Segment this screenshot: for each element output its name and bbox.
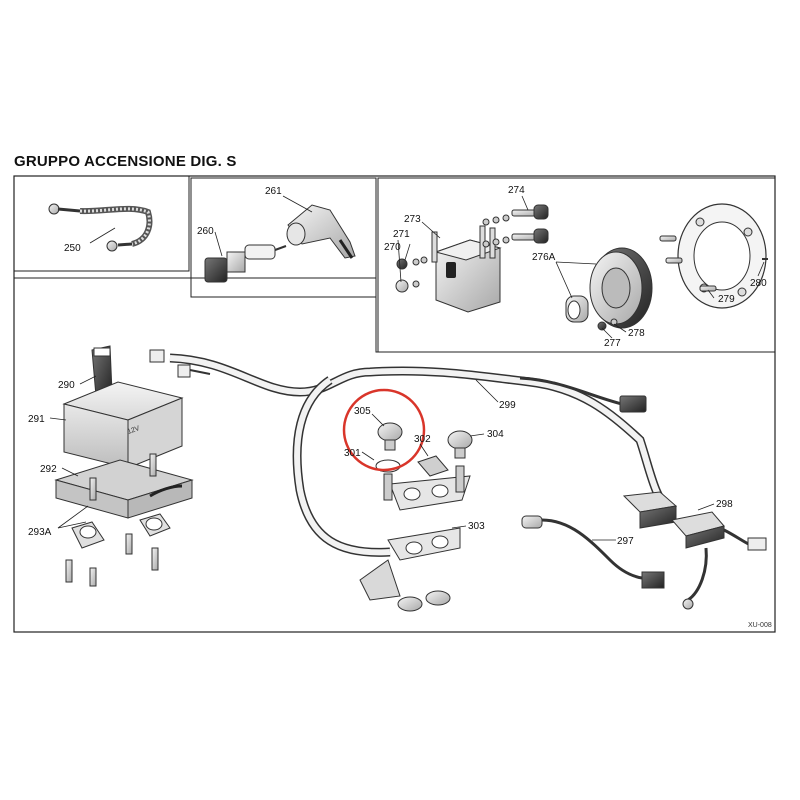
leader-260 [214, 231, 223, 257]
cover-302-part [417, 455, 449, 477]
leader-279 [707, 289, 715, 299]
spark-plug-part [204, 244, 287, 283]
sensor-cable-297-part [521, 515, 665, 589]
battery-291-part: 12V [62, 381, 184, 469]
callout-302: 302 [414, 434, 431, 445]
page-title: GRUPPO ACCENSIONE DIG. S [14, 153, 237, 170]
callout-293a: 293A [28, 527, 52, 538]
leader-273 [421, 221, 441, 239]
mounting-studs-274 [511, 204, 549, 244]
callout-298: 298 [716, 499, 733, 510]
leader-270 [404, 243, 411, 261]
callout-261: 261 [265, 186, 282, 197]
stator-screws-279 [659, 235, 717, 292]
leader-305 [371, 413, 385, 427]
callout-260: 260 [197, 226, 214, 237]
drawing-code: XU-008 [748, 622, 772, 629]
leader-276a-b [555, 261, 573, 299]
callout-250: 250 [64, 243, 81, 254]
leader-293a-b [57, 521, 87, 529]
leader-299 [475, 379, 499, 403]
ground-cable-part [48, 203, 153, 252]
outer-frame [13, 175, 776, 633]
callout-270: 270 [384, 242, 401, 253]
leader-271 [397, 239, 402, 283]
callout-305: 305 [354, 406, 371, 417]
leader-261 [282, 195, 313, 213]
battery-tray-292 [54, 459, 194, 519]
callout-276a: 276A [532, 252, 556, 263]
leader-302 [419, 443, 429, 457]
callout-290: 290 [58, 380, 75, 391]
leader-293a [57, 505, 89, 529]
callout-274: 274 [508, 185, 525, 196]
leader-304 [469, 433, 485, 437]
leader-278 [613, 323, 627, 333]
leader-298 [697, 503, 715, 511]
button-305-part [375, 422, 403, 473]
connector-298-part [622, 491, 767, 610]
button-304-part [447, 430, 473, 459]
panel-ground-cable [13, 175, 190, 272]
callout-291: 291 [28, 414, 45, 425]
leader-280 [757, 261, 765, 277]
callout-279: 279 [718, 294, 735, 305]
bracket-303-part [359, 465, 471, 612]
callout-280: 280 [750, 278, 767, 289]
ignition-coil-part [431, 225, 502, 313]
clamps-and-bolts-293a [65, 453, 171, 587]
leader-291 [49, 417, 67, 421]
callout-297: 297 [617, 536, 634, 547]
callout-277: 277 [604, 338, 621, 349]
leader-301 [361, 451, 375, 461]
panel-main-divider [14, 277, 775, 353]
callout-271: 271 [393, 229, 410, 240]
leader-277 [601, 327, 613, 339]
callout-273: 273 [404, 214, 421, 225]
callout-303: 303 [468, 521, 485, 532]
callout-278: 278 [628, 328, 645, 339]
callout-301: 301 [344, 448, 361, 459]
panel-spark-plug [190, 177, 377, 298]
washers-and-nuts [395, 214, 510, 293]
flywheel-rotor-part [565, 247, 653, 331]
spark-plug-cap-part [286, 204, 356, 259]
callout-304: 304 [487, 429, 504, 440]
leader-276a [555, 261, 597, 265]
leader-250 [89, 227, 116, 244]
callout-299: 299 [499, 400, 516, 411]
callout-292: 292 [40, 464, 57, 475]
leader-274 [521, 195, 529, 211]
highlight-circle-305 [342, 388, 426, 472]
wiring-harness-part [149, 349, 673, 557]
battery-label: 12V [127, 425, 141, 436]
leader-292 [61, 467, 79, 477]
leader-290 [79, 375, 97, 385]
stator-plate-part [677, 203, 768, 309]
leader-303 [451, 525, 467, 529]
battery-strap-290 [91, 345, 113, 397]
